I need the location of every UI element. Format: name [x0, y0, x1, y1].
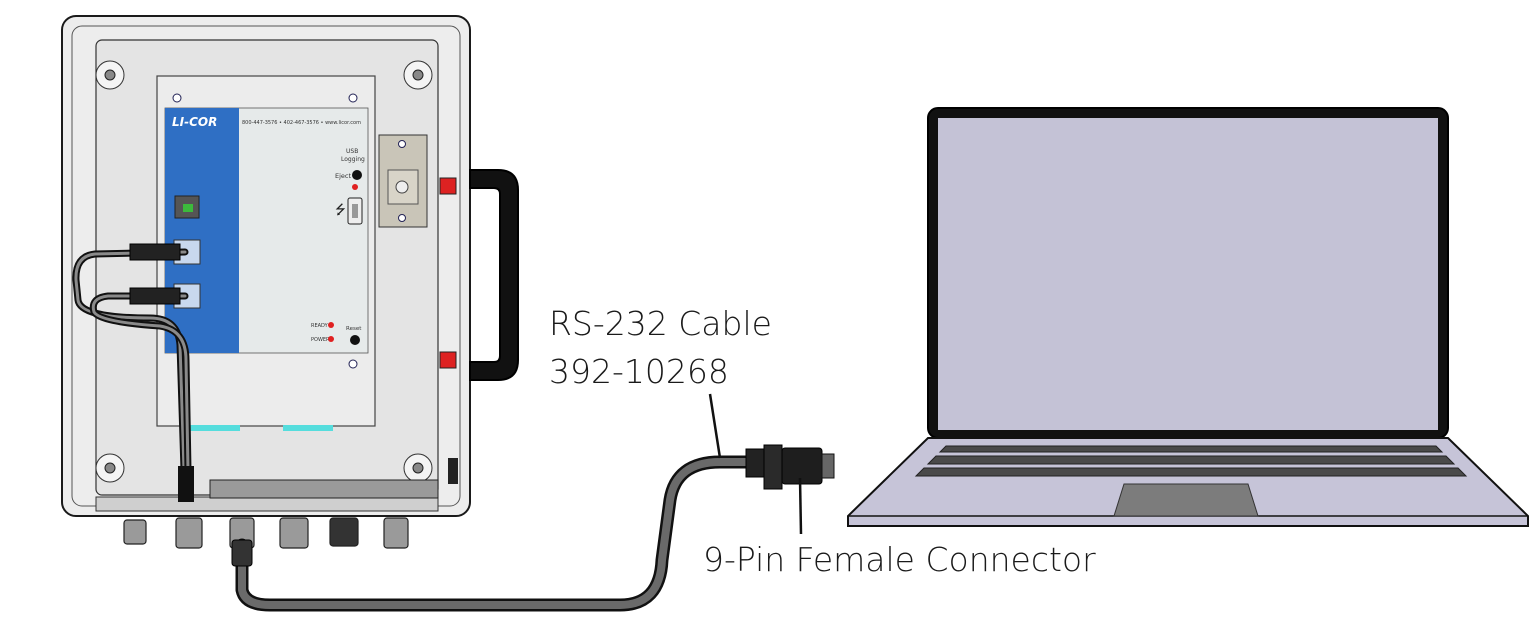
internal-cables: [72, 243, 194, 502]
usb-icon: ⭍: [335, 203, 346, 218]
connector-label: 9-Pin Female Connector: [703, 540, 1096, 579]
control-panel: LI-COR 800-447-3576 • 402-467-3576 • www…: [156, 75, 376, 431]
connector-leader-line: [798, 477, 803, 535]
reset-button[interactable]: [350, 335, 360, 345]
power-led: [328, 336, 334, 342]
enclosure-cable-plug: [231, 539, 253, 567]
cable-part-label: 392-10268: [549, 352, 729, 391]
eject-label: Eject: [335, 172, 351, 180]
touchpad: [1113, 483, 1259, 517]
reset-label: Reset: [346, 326, 362, 332]
ready-label: READY: [311, 323, 329, 329]
contact-line: 800-447-3576 • 402-467-3576 • www.licor.…: [242, 120, 361, 126]
screw-icon: [403, 453, 433, 483]
eject-button[interactable]: [352, 170, 362, 180]
latch-top: [439, 177, 457, 195]
screw-icon: [403, 60, 433, 90]
ready-led: [328, 322, 334, 328]
screw-icon: [95, 60, 125, 90]
cable-name-label: RS-232 Cable: [549, 304, 772, 343]
laptop: [847, 107, 1529, 527]
screw-icon: [172, 93, 182, 103]
cable-leader-line: [708, 393, 722, 459]
screw-icon: [348, 93, 358, 103]
keyboard: [914, 445, 1468, 477]
status-led: [352, 184, 358, 190]
usb-logging-label: Logging: [341, 156, 365, 163]
db9-female-connector: [745, 444, 835, 490]
brand-logo: LI-COR: [172, 115, 217, 129]
bulkhead-connectors: [123, 517, 409, 549]
latch-bottom: [439, 351, 457, 369]
usb-logging-label: USB: [346, 148, 358, 155]
rs232-cable: [235, 455, 767, 612]
mount-bracket: [378, 134, 428, 228]
circuit-board: [209, 479, 439, 499]
brand-band: [165, 108, 239, 353]
side-clip: [448, 458, 458, 484]
power-label: POWER: [311, 337, 330, 343]
screw-icon: [348, 359, 358, 369]
laptop-screen: [938, 118, 1438, 430]
screw-icon: [95, 453, 125, 483]
carry-handle: [469, 169, 519, 381]
